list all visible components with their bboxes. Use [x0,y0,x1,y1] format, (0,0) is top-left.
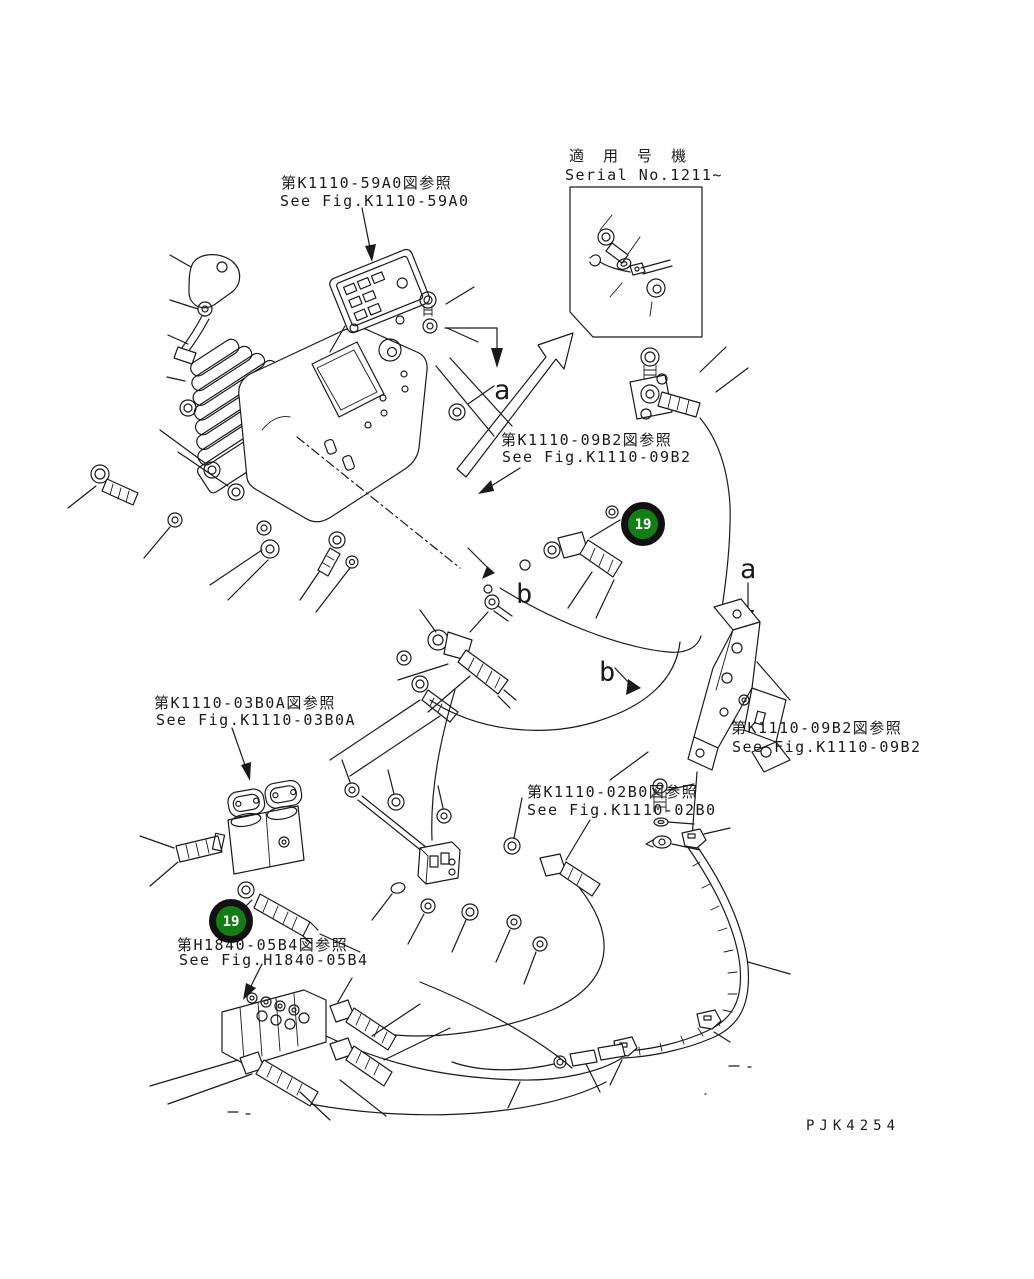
callout-19-upper-number: 19 [635,517,652,533]
label-fig-h1840-jp: 第H1840-05B4図参照 [177,936,348,954]
view-markers: a a b b [494,375,756,688]
console-housing [238,326,461,569]
eyebolt-set [645,778,701,851]
callout-19-upper: 19 [621,502,665,546]
view-marker-b-right: b [599,657,615,688]
label-fig-02b0-jp: 第K1110-02B0図参照 [527,783,698,801]
label-serial-en: Serial No.1211~ [565,166,723,184]
leaders-mid [435,357,621,594]
label-fig-59a0-jp: 第K1110-59A0図参照 [281,174,452,192]
view-marker-b-left: b [516,579,532,610]
wire-conduit [451,827,791,1109]
panel-fasteners [419,286,495,421]
serial-reference-arrow [456,332,574,478]
label-fig-09b2-right-en: See Fig.K1110-09B2 [732,738,922,756]
leader-lines-top-left [67,254,351,613]
view-marker-a-right: a [740,554,756,585]
right-bracket [614,598,791,773]
left-fasteners [90,399,359,577]
label-fig-03b0a-en: See Fig.K1110-03B0A [156,711,356,729]
label-fig-h1840-en: See Fig.H1840-05B4 [179,951,369,969]
callout-19-lower-number: 19 [223,914,240,930]
top-right-assembly [629,346,749,609]
serial-inset-box [569,186,703,338]
label-fig-09b2-upper-en: See Fig.K1110-09B2 [502,448,692,466]
label-serial-jp: 適 用 号 機 [569,147,691,165]
harness-curves [309,587,702,1116]
manifold-cluster [341,751,649,985]
label-fig-03b0a-jp: 第K1110-03B0A図参照 [154,694,336,712]
label-fig-09b2-right-jp: 第K1110-09B2図参照 [731,719,902,737]
label-fig-09b2-upper-jp: 第K1110-09B2図参照 [501,431,672,449]
view-marker-arrows [231,207,754,1000]
label-fig-59a0-en: See Fig.K1110-59A0 [280,192,470,210]
drawing-code: PJK4254 [806,1118,900,1134]
solenoid-valve [139,779,361,953]
view-marker-a-top: a [494,375,510,406]
reference-labels: 第K1110-59A0図参照 See Fig.K1110-59A0 適 用 号 … [154,147,922,1134]
control-valve [149,977,451,1121]
instrument-panel [329,248,431,353]
shift-lever [173,254,241,365]
mid-hose-fittings [329,531,623,777]
label-fig-02b0-en: See Fig.K1110-02B0 [527,801,717,819]
callout-19-lower: 19 [209,899,253,943]
